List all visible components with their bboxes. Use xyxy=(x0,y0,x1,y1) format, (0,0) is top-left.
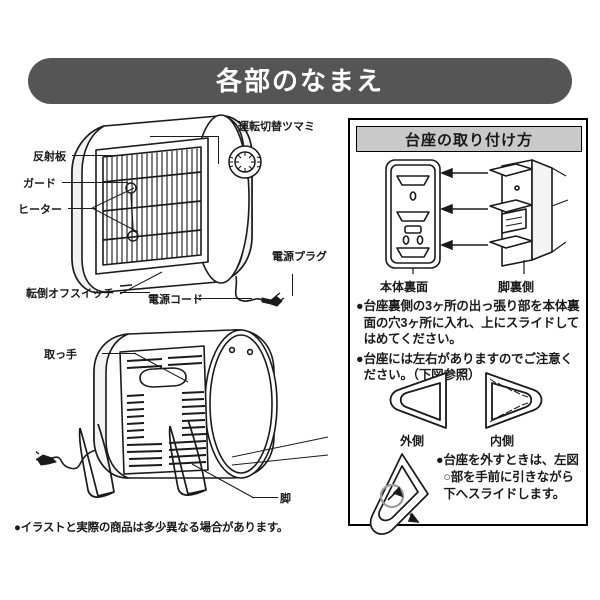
label-guard: ガード xyxy=(23,178,56,190)
leader-line-handle xyxy=(102,353,136,354)
leader-line-to-panel xyxy=(232,436,329,466)
illustration-disclaimer: ●イラストと実際の商品は多少異なる場合があります。 xyxy=(14,522,289,534)
bullet-marker: ● xyxy=(436,453,444,467)
base-attachment-diagram xyxy=(385,159,569,274)
label-reflector: 反射板 xyxy=(33,151,66,163)
leader-line-leg xyxy=(252,497,278,498)
leader-line-cord xyxy=(194,298,252,299)
leader-line-tipswitch xyxy=(120,292,150,293)
base-removal-illustration xyxy=(369,453,429,535)
leader-line-knob xyxy=(150,136,218,137)
leg-inner-shape-icon xyxy=(485,372,543,429)
bullet-marker: ● xyxy=(356,351,364,366)
leader-line-heater-fork xyxy=(92,187,139,233)
label-tipover-switch: 転倒オフスイッチ xyxy=(26,288,114,300)
label-leg-back: 脚裏側 xyxy=(498,280,535,294)
instruction-bullet: ● 台座裏側の3ヶ所の出っ張り部を本体裏面の穴3ヶ所に入れ、上にスライドしてはめ… xyxy=(356,298,584,348)
base-attachment-panel: 台座の取り付け方 xyxy=(348,118,588,535)
panel-title: 台座の取り付け方 xyxy=(404,131,533,149)
label-leg: 脚 xyxy=(280,493,291,505)
leader-line-guard xyxy=(62,182,128,183)
removal-note-text: 台座を外すときは、左図○部を手前に引きながら下へスライドします。 xyxy=(443,453,579,501)
heater-rear-illustration xyxy=(36,329,278,498)
bullet-text: 台座には左右がありますのでご注意ください。（下図参照） xyxy=(363,351,573,383)
leader-line-reflector xyxy=(72,155,124,156)
heater-front-illustration xyxy=(71,114,285,307)
page-title-bar: 各部のなまえ xyxy=(28,58,572,104)
label-body-back: 本体裏面 xyxy=(380,280,429,294)
panel-instructions: ● 台座裏側の3ヶ所の出っ張り部を本体裏面の穴3ヶ所に入れ、上にスライドしてはめ… xyxy=(356,298,584,387)
leader-line-heater xyxy=(68,208,96,209)
label-outer-side: 外側 xyxy=(400,434,425,448)
leg-outer-shape-icon xyxy=(389,372,447,429)
label-handle: 取っ手 xyxy=(44,349,77,361)
leader-line-knob-v xyxy=(218,136,219,164)
removal-note: ● 台座を外すときは、左図○部を手前に引きながら下へスライドします。 xyxy=(436,452,582,502)
bullet-text: 台座裏側の3ヶ所の出っ張り部を本体裏面の穴3ヶ所に入れ、上にスライドしてはめてく… xyxy=(363,299,580,346)
instruction-bullet: ● 台座には左右がありますのでご注意ください。（下図参照） xyxy=(356,351,584,384)
page-title: 各部のなまえ xyxy=(215,66,384,96)
leader-line-leg-diag xyxy=(192,463,255,499)
label-inner-side: 内側 xyxy=(490,434,515,448)
panel-header: 台座の取り付け方 xyxy=(356,126,582,152)
label-heater: ヒーター xyxy=(18,204,62,216)
leader-line-plug xyxy=(292,274,293,296)
label-power-plug: 電源プラグ xyxy=(272,251,327,263)
label-operation-knob: 運転切替ツマミ xyxy=(238,121,315,133)
label-power-cord: 電源コード xyxy=(148,294,203,306)
bullet-marker: ● xyxy=(356,299,364,313)
leader-line-handle-diag xyxy=(134,352,189,383)
leader-line-tipswitch-diag xyxy=(119,271,163,295)
